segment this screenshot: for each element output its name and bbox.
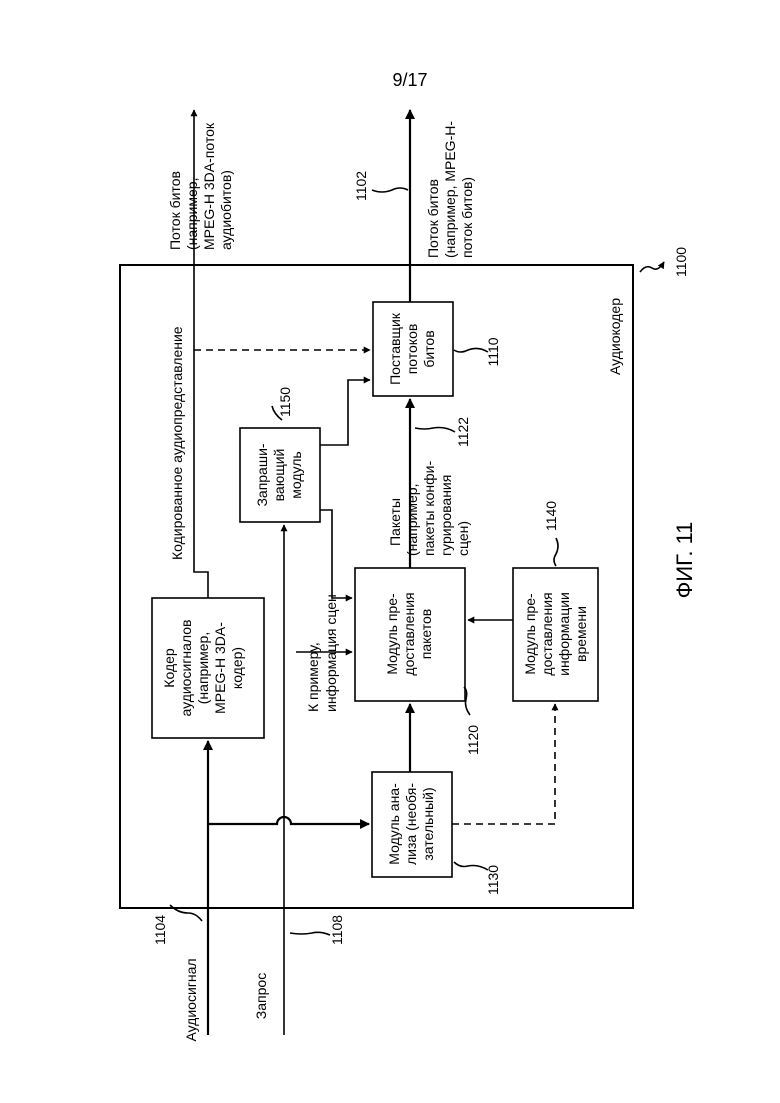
svg-text:MPEG-H 3DA-: MPEG-H 3DA- [212,622,228,714]
svg-text:сцен): сцен) [455,521,471,556]
scene-info-label: К примеру, информация сцен [305,594,339,712]
svg-text:информация сцен: информация сцен [323,594,339,712]
svg-text:MPEG-H 3DA-поток: MPEG-H 3DA-поток [201,122,217,250]
svg-text:вающий: вающий [271,449,287,502]
svg-text:гурирования: гурирования [438,475,454,556]
svg-text:Модуль пре-: Модуль пре- [384,593,400,675]
ref-1122: 1122 [455,417,471,447]
request-to-provider-line [320,380,370,445]
ref-1120: 1120 [465,725,481,755]
svg-text:лиза (необя-: лиза (необя- [403,783,419,865]
encoded-audio-label: Кодированное аудиопредставление [169,326,185,560]
svg-text:битов: битов [421,330,437,367]
ref-1102: 1102 [353,171,369,201]
page-number: 9/17 [392,70,427,90]
container-label: Аудиокодер [607,298,623,375]
svg-text:поток битов): поток битов) [459,177,475,258]
audio-to-analysis-line [208,817,369,824]
svg-text:Модуль пре-: Модуль пре- [522,593,538,675]
analysis-module-text: Модуль ана- лиза (необя- зательный) [386,783,436,865]
ref-1100: 1100 [673,247,689,277]
request-input-label: Запрос [253,973,269,1019]
svg-text:Запраши-: Запраши- [254,443,270,506]
out-top-label: Поток битов (например, MPEG-H 3DA-поток … [167,122,234,250]
out-main-label: Поток битов (например, MPEG-H- поток бит… [425,121,475,258]
svg-text:(например, MPEG-H-: (например, MPEG-H- [442,121,458,258]
svg-text:зательный): зательный) [420,787,436,860]
svg-text:доставления: доставления [401,592,417,675]
svg-text:аудиобитов): аудиобитов) [218,170,234,250]
svg-text:(например,: (например, [404,484,420,556]
ref-1102-leader [372,188,408,192]
svg-text:доставления: доставления [539,592,555,675]
figure-title: ФИГ. 11 [672,522,697,599]
ref-1104: 1104 [152,915,168,945]
svg-text:Поставщик: Поставщик [387,312,403,385]
ref-1130-leader [454,862,488,870]
ref-1150: 1150 [277,387,293,417]
ref-1110-leader [454,348,488,352]
svg-text:К примеру,: К примеру, [305,642,321,712]
ref-1108-leader [290,932,330,935]
ref-1140-leader [554,538,558,566]
request-to-packet-line [320,510,352,598]
svg-text:информации: информации [556,592,572,676]
svg-text:(например,: (например, [184,178,200,250]
svg-text:Поток битов: Поток битов [167,171,183,250]
ref-1108: 1108 [329,915,345,945]
analysis-to-time-info-line [452,704,555,824]
svg-text:аудиосигналов: аудиосигналов [178,620,194,717]
svg-text:Пакеты: Пакеты [387,498,403,546]
ref-1122-leader [415,428,455,433]
svg-text:Кодер: Кодер [161,648,177,688]
ref-1100-leader [640,262,664,272]
svg-text:(например,: (например, [195,632,211,704]
svg-text:модуль: модуль [288,451,304,498]
packets-label: Пакеты (например, пакеты конфи- гурирова… [387,461,471,556]
requesting-module-text: Запраши- вающий модуль [254,443,304,506]
svg-text:Модуль ана-: Модуль ана- [386,783,402,865]
svg-text:пакеты конфи-: пакеты конфи- [421,461,437,556]
svg-text:пакетов: пакетов [418,609,434,659]
audio-input-label: Аудиосигнал [183,958,199,1041]
ref-1140: 1140 [543,501,559,531]
svg-text:времени: времени [573,606,589,662]
svg-text:потоков: потоков [404,324,420,375]
svg-text:Поток битов: Поток битов [425,179,441,258]
svg-text:кодер): кодер) [229,647,245,689]
